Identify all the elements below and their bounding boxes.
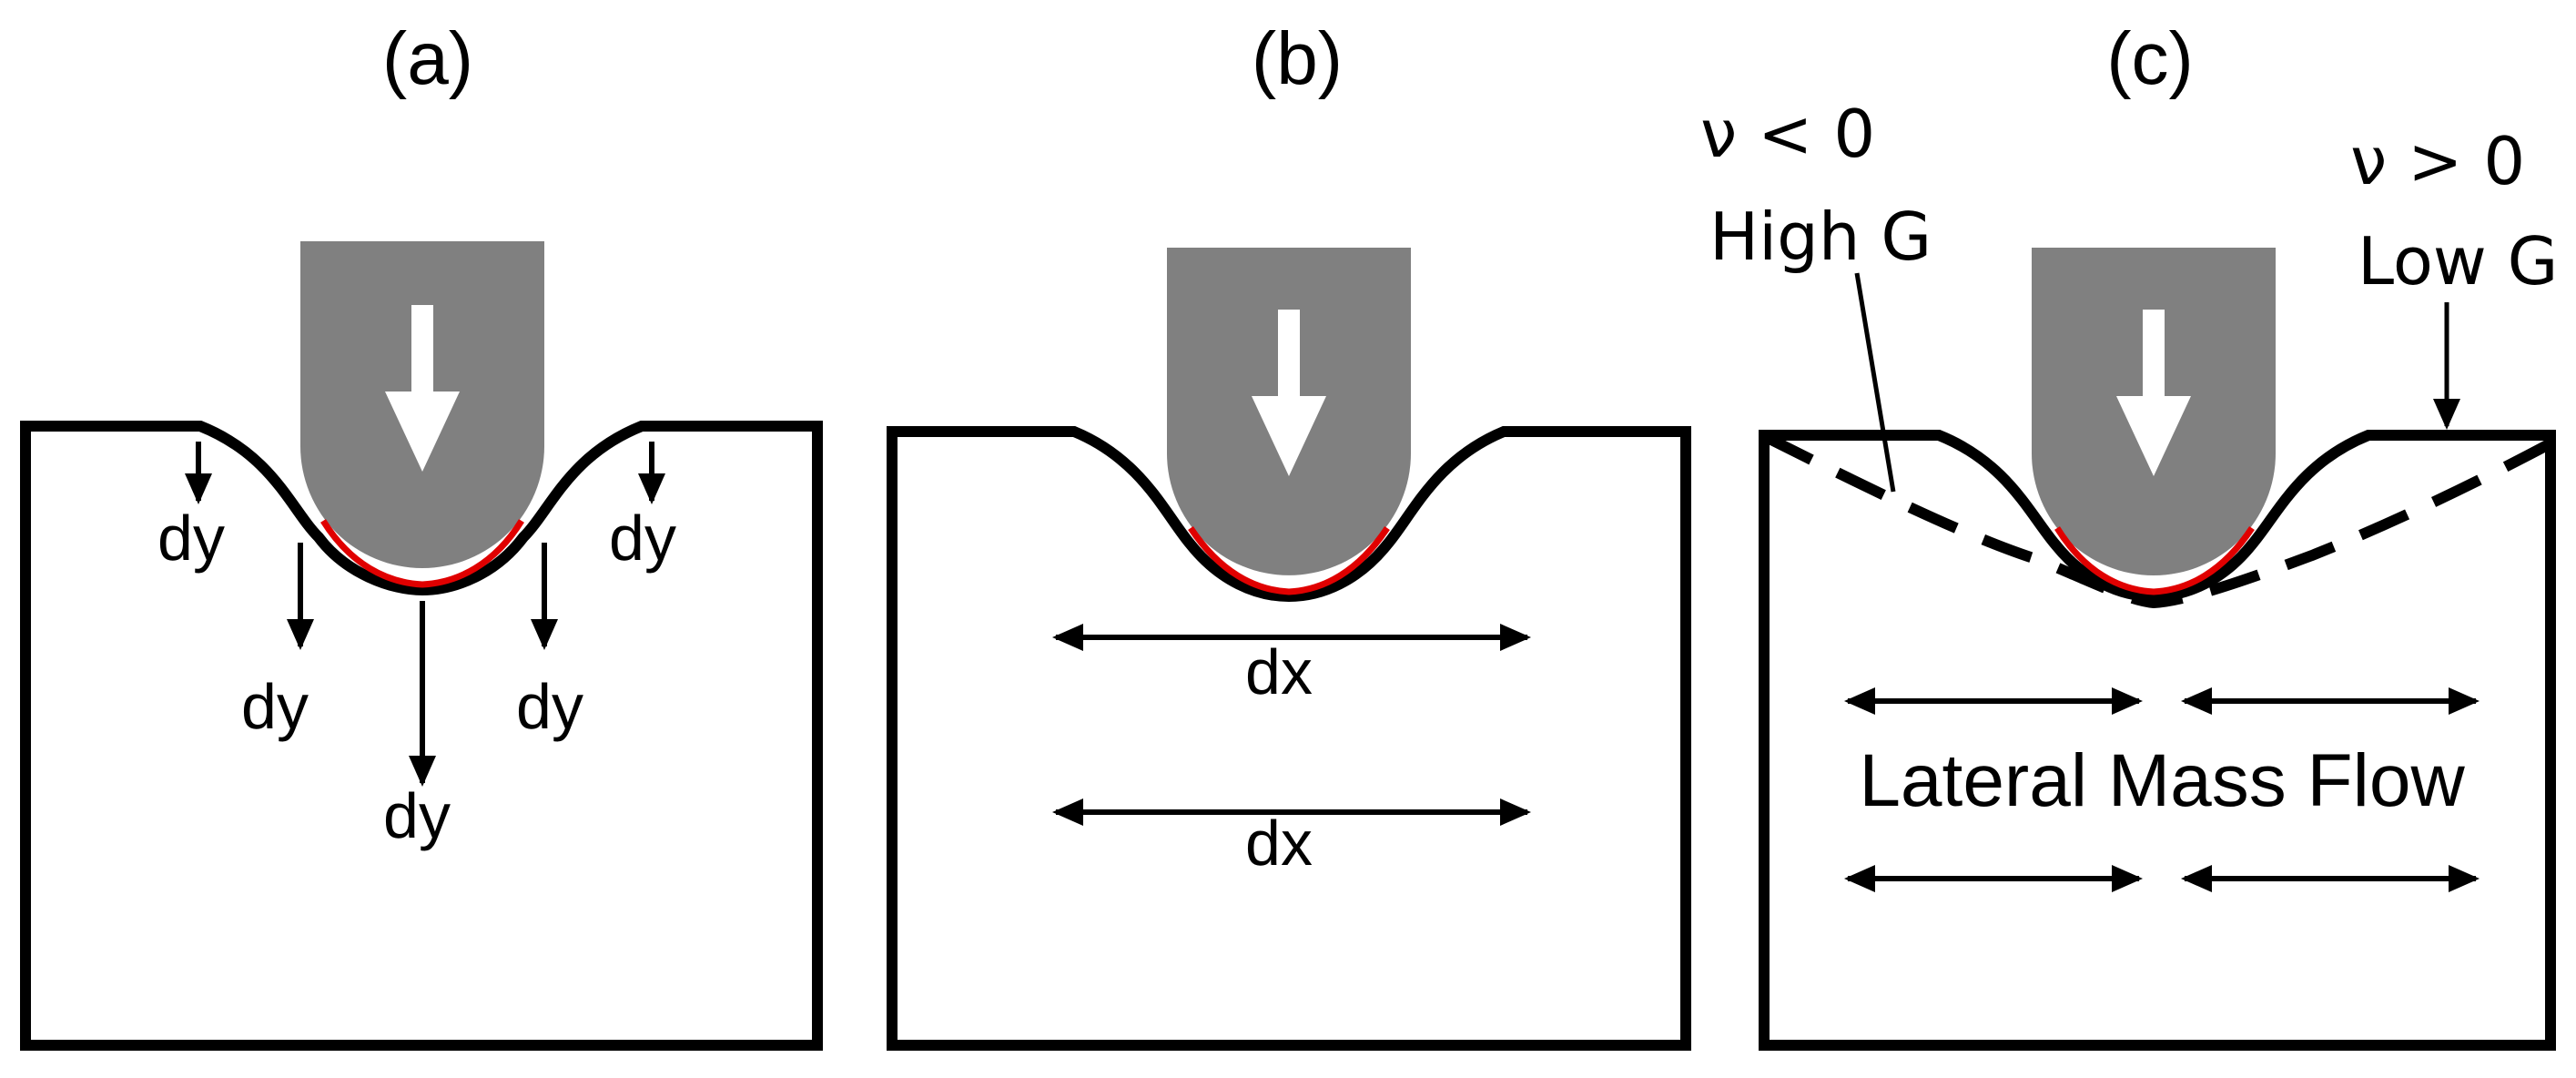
panel-c-label: (c) (2106, 17, 2194, 100)
specimen-c (1759, 430, 2556, 1051)
dy-label: dy (383, 780, 451, 851)
indenter-b (1167, 248, 1411, 575)
indenter-c (2032, 248, 2276, 575)
down-arrow-icon (385, 305, 460, 472)
poisson-negative-label: ν < 0 (1700, 96, 1875, 172)
dy-label: dy (609, 503, 676, 574)
panel-b-label: (b) (1252, 17, 1343, 100)
high-g-pointer (1854, 272, 1896, 493)
dy-label: dy (157, 503, 225, 574)
specimen-a (20, 421, 823, 1051)
panel-a: (a) dy dy dy dy dy (20, 17, 823, 1051)
dashed-deformed-surface (1763, 432, 2551, 609)
panel-b: (b) dx dx (887, 17, 1691, 1051)
down-arrow-icon (2116, 310, 2191, 476)
dy-label: dy (516, 671, 583, 742)
dx-label: dx (1245, 808, 1313, 879)
contact-line-c (2054, 526, 2255, 595)
panel-a-label: (a) (382, 17, 473, 100)
poisson-positive-label: ν > 0 (2350, 123, 2525, 199)
contact-line-b (1188, 526, 1390, 595)
contact-line-a (320, 519, 524, 588)
down-arrow-icon (1252, 310, 1326, 476)
dy-label: dy (241, 671, 309, 742)
dx-label: dx (1245, 636, 1313, 707)
indenter-a (300, 241, 544, 568)
lateral-mass-flow-label: Lateral Mass Flow (1859, 739, 2465, 822)
low-g-label: Low G (2358, 223, 2558, 300)
high-g-label: High G (1709, 198, 1932, 275)
panel-c: (c) ν < 0 High G ν > 0 Low G Lateral Mas… (1700, 17, 2558, 1051)
specimen-b (887, 426, 1691, 1051)
